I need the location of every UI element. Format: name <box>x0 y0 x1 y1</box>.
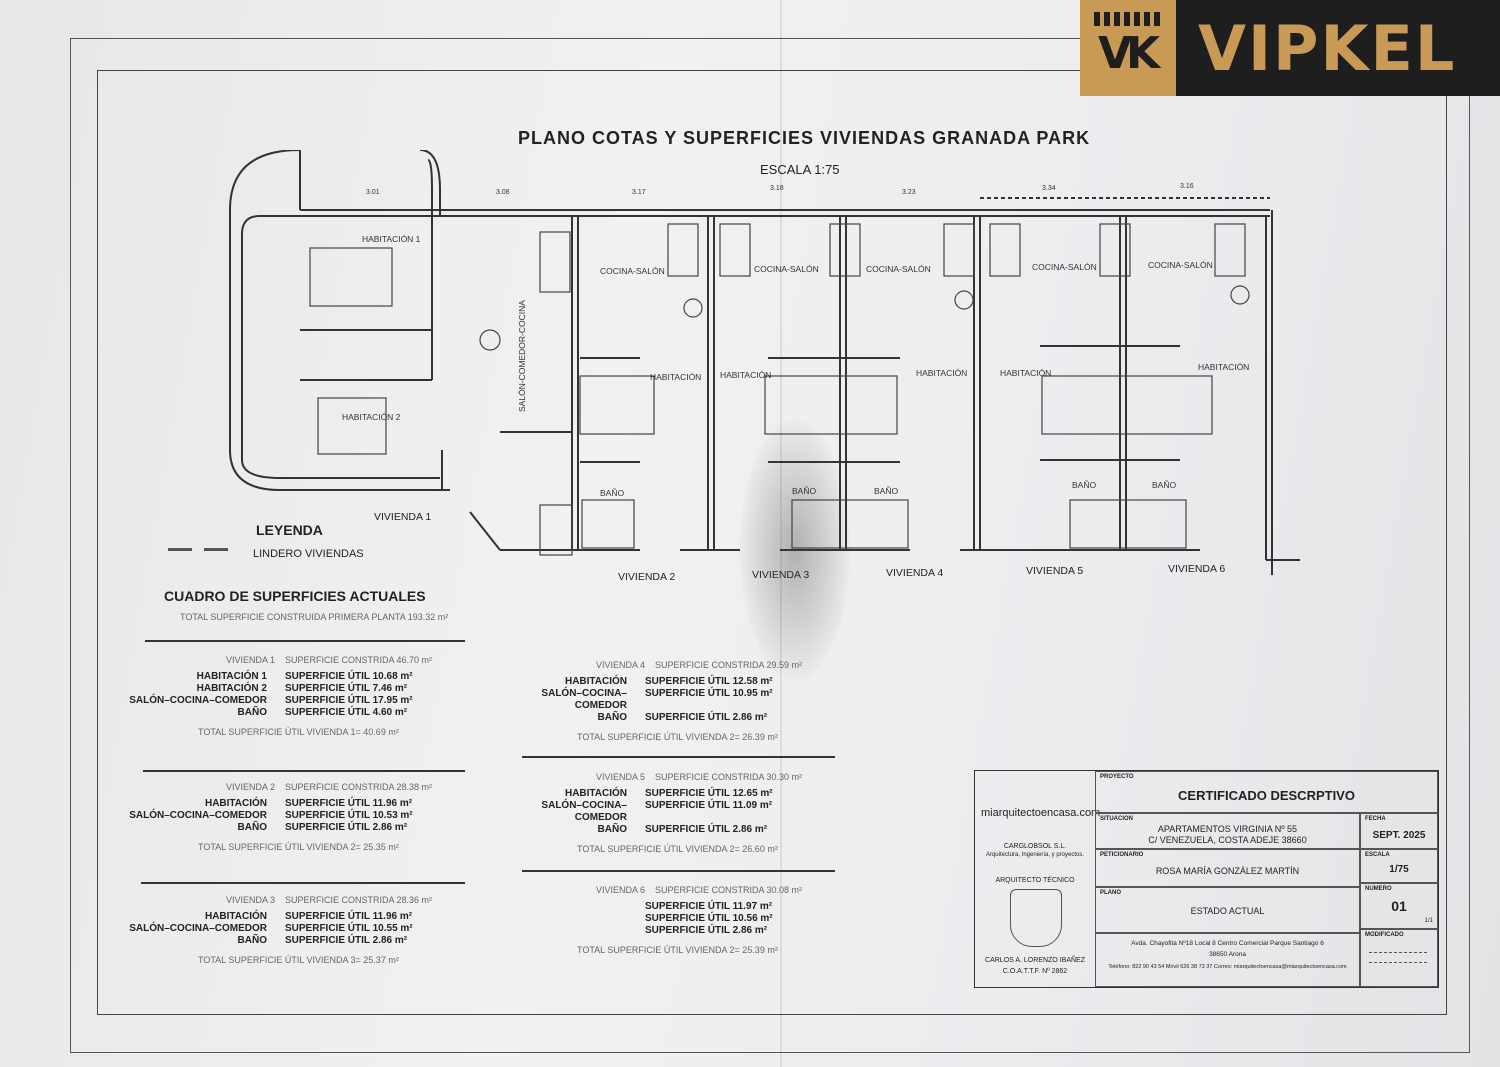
peticionario-cell: PETICIONARIO ROSA MARÍA GONZÁLEZ MARTÍN <box>1095 849 1360 887</box>
svg-text:VIVIENDA 3: VIVIENDA 3 <box>752 569 809 581</box>
proyecto-cell: PROYECTO CERTIFICADO DESCRPTIVO <box>1095 771 1438 813</box>
svg-text:3.08: 3.08 <box>496 189 510 196</box>
surfaces-title: CUADRO DE SUPERFICIES ACTUALES <box>164 588 426 604</box>
plan-title: PLANO COTAS Y SUPERFICIES VIVIENDAS GRAN… <box>518 128 1091 148</box>
svg-text:BAÑO: BAÑO <box>1152 480 1176 490</box>
vivienda-1-outer-wall <box>229 150 450 491</box>
svg-text:HABITACIÓN: HABITACIÓN <box>650 372 701 382</box>
college-number: C.O.A.T.T.F. Nº 2862 <box>1002 968 1068 975</box>
svg-text:BAÑO: BAÑO <box>874 486 898 496</box>
divider <box>143 770 465 772</box>
svg-text:3.17: 3.17 <box>632 189 646 196</box>
svg-text:3.16: 3.16 <box>1180 183 1194 190</box>
svg-text:SALÓN-COMEDOR-COCINA: SALÓN-COMEDOR-COCINA <box>517 300 527 412</box>
svg-text:HABITACIÓN: HABITACIÓN <box>916 368 967 378</box>
divider <box>141 882 465 884</box>
svg-text:HABITACIÓN 1: HABITACIÓN 1 <box>362 234 421 244</box>
floor-plan: 3.01 3.08 3.17 3.18 3.23 3.34 3.16 HABIT… <box>229 150 1300 583</box>
svg-text:HABITACIÓN: HABITACIÓN <box>1000 368 1051 378</box>
svg-text:BAÑO: BAÑO <box>792 486 816 496</box>
divider <box>522 870 835 872</box>
paper-fold <box>780 0 782 1067</box>
svg-text:VIVIENDA 4: VIVIENDA 4 <box>886 567 943 579</box>
escala-cell: ESCALA 1/75 <box>1360 849 1438 883</box>
svg-text:3.01: 3.01 <box>366 189 380 196</box>
logo-brand-text: VIPKEL <box>1198 11 1457 85</box>
svg-text:COCINA-SALÓN: COCINA-SALÓN <box>754 264 819 274</box>
svg-text:BAÑO: BAÑO <box>1072 480 1096 490</box>
fecha-cell: FECHA SEPT. 2025 <box>1360 813 1438 849</box>
svg-text:COCINA-SALÓN: COCINA-SALÓN <box>1148 260 1213 270</box>
vipkel-logo-mark: VK <box>1080 0 1176 96</box>
numero-cell: NUMERO 01 1/1 <box>1360 883 1438 929</box>
situacion-cell: SITUACION APARTAMENTOS VIRGINIA Nº 55 C/… <box>1095 813 1360 849</box>
svg-text:VIVIENDA 6: VIVIENDA 6 <box>1168 563 1225 575</box>
architect-panel: miarquitectoencasa.com CARGLOBSOL S.L. A… <box>975 771 1100 987</box>
svg-text:VIVIENDA 2: VIVIENDA 2 <box>618 571 675 583</box>
title-block: miarquitectoencasa.com CARGLOBSOL S.L. A… <box>974 770 1439 988</box>
legend-line-label: LINDERO VIVIENDAS <box>253 548 364 560</box>
svg-text:HABITACIÓN: HABITACIÓN <box>1198 362 1249 372</box>
company-name: CARGLOBSOL S.L. <box>1003 843 1067 850</box>
address-cell: Avda. Chayofita Nº18 Local 8 Centro Come… <box>1095 933 1360 987</box>
plan-scale: ESCALA 1:75 <box>760 162 840 177</box>
city-skyline-icon <box>1094 12 1162 26</box>
logo-mark-text: VK <box>1098 28 1160 79</box>
company-sub: Arquitectura, Ingeniería, y proyectos. <box>985 852 1085 858</box>
vipkel-logo: VK VIPKEL <box>1080 0 1500 96</box>
divider <box>145 640 465 642</box>
legend-title: LEYENDA <box>256 522 323 538</box>
inner-frame <box>97 70 1447 1015</box>
modificado-cell: MODIFICADO <box>1360 929 1438 987</box>
svg-text:COCINA-SALÓN: COCINA-SALÓN <box>600 266 665 276</box>
svg-text:HABITACIÓN 2: HABITACIÓN 2 <box>342 412 401 422</box>
svg-text:COCINA-SALÓN: COCINA-SALÓN <box>1032 262 1097 272</box>
svg-text:3.23: 3.23 <box>902 189 916 196</box>
svg-text:HABITACIÓN: HABITACIÓN <box>720 370 771 380</box>
svg-text:3.18: 3.18 <box>770 185 784 192</box>
svg-text:VIVIENDA 1: VIVIENDA 1 <box>374 511 431 523</box>
plano-cell: PLANO ESTADO ACTUAL <box>1095 887 1360 933</box>
surfaces-total: TOTAL SUPERFICIE CONSTRUIDA PRIMERA PLAN… <box>180 612 449 622</box>
svg-text:BAÑO: BAÑO <box>600 488 624 498</box>
svg-text:VIVIENDA 5: VIVIENDA 5 <box>1026 565 1083 577</box>
svg-text:3.34: 3.34 <box>1042 185 1056 192</box>
architect-name: CARLOS A. LORENZO IBAÑEZ <box>985 957 1085 964</box>
svg-text:COCINA-SALÓN: COCINA-SALÓN <box>866 264 931 274</box>
vivienda-1-inner-wall <box>241 215 440 479</box>
company-web: miarquitectoencasa.com <box>981 807 1101 819</box>
legend-dashed-line <box>168 548 230 551</box>
architect-role: ARQUITECTO TÉCNICO <box>995 877 1075 884</box>
college-seal-icon <box>1010 889 1062 947</box>
divider <box>522 756 835 758</box>
paper-stain <box>740 420 850 680</box>
outer-frame <box>70 38 1470 1053</box>
